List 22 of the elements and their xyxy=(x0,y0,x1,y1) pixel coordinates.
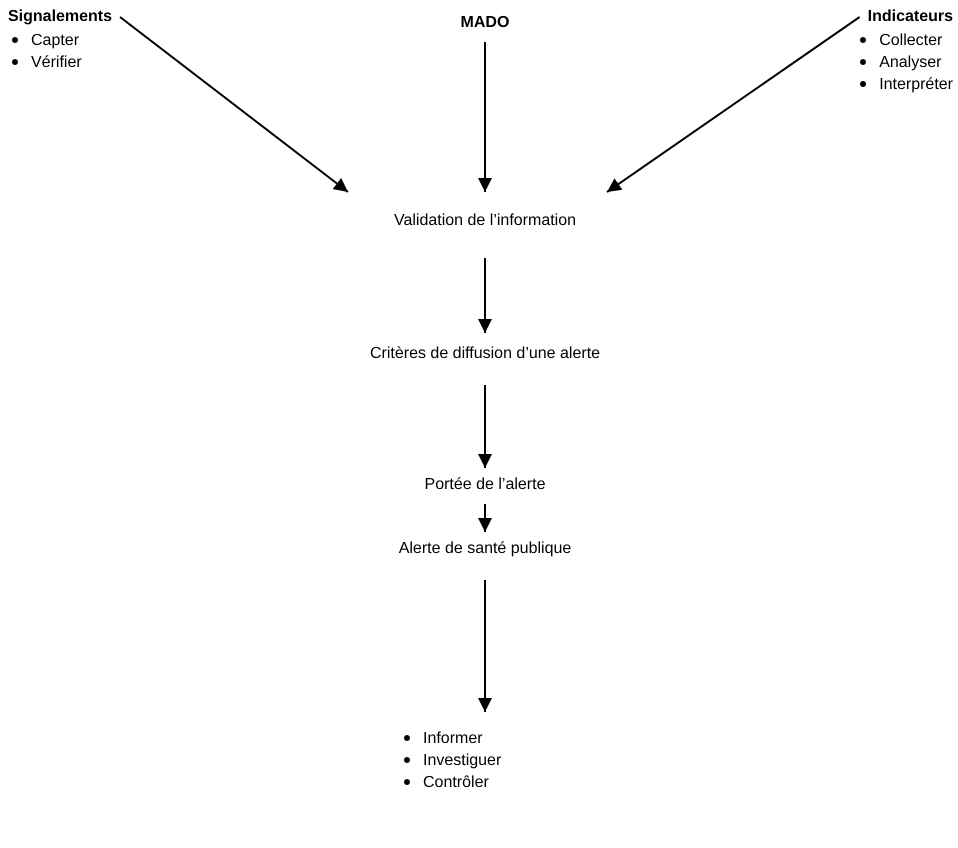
bullet-item: Collecter xyxy=(879,32,942,49)
bullet-item: Interpréter xyxy=(879,76,953,93)
step-label: Portée de l’alerte xyxy=(424,476,546,494)
bullet-item: Capter xyxy=(31,32,80,49)
arrow xyxy=(606,16,860,193)
bullet-item: Informer xyxy=(423,730,483,747)
arrow xyxy=(478,42,492,192)
arrow xyxy=(478,258,492,333)
bullet-item: Analyser xyxy=(879,54,942,71)
list-heading: MADO xyxy=(460,14,510,32)
bullet-item: Vérifier xyxy=(31,54,82,71)
bullet-item: Contrôler xyxy=(423,774,489,791)
bullet-item: Investiguer xyxy=(423,752,502,769)
step-label: Validation de l’information xyxy=(394,212,576,230)
list-heading: Indicateurs xyxy=(868,8,953,26)
arrow xyxy=(478,385,492,468)
arrow xyxy=(478,580,492,712)
arrow xyxy=(478,504,492,532)
arrow xyxy=(119,16,349,193)
list-heading: Signalements xyxy=(8,8,112,26)
step-label: Alerte de santé publique xyxy=(398,540,572,558)
step-label: Critères de diffusion d’une alerte xyxy=(370,345,600,363)
